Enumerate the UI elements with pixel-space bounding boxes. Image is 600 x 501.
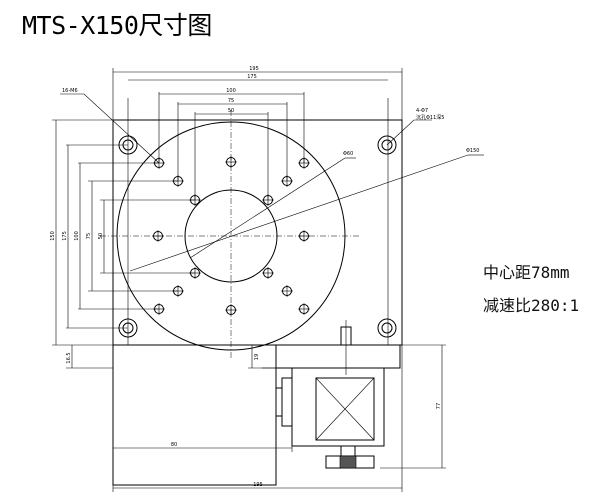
dim-label-75-top: 75 (228, 98, 234, 104)
dim-left-175 (66, 144, 128, 329)
dim-label-150-left: 150 (50, 231, 56, 241)
dim-label-175-left: 175 (62, 231, 68, 241)
leader-hole-spec-right (386, 119, 432, 146)
dim-motor-19 (248, 345, 276, 369)
motor-assembly (112, 320, 401, 486)
dim-label-77: 77 (436, 403, 442, 409)
corner-hole-top-right (377, 135, 397, 155)
drawing-title: MTS-X150尺寸图 (22, 11, 212, 40)
hole-spec-right-label-2: 沉孔Φ11深5 (416, 114, 444, 121)
dim-label-100-top: 100 (226, 88, 236, 94)
dim-bottom-195 (112, 345, 403, 492)
dim-label-50-left: 50 (98, 233, 104, 239)
dim-top-50 (194, 112, 269, 200)
base-plate-outline (112, 119, 403, 346)
dim-top-100 (158, 92, 305, 163)
diameter-150-label: Φ150 (466, 148, 479, 154)
leader-hole-spec-left (60, 93, 160, 164)
dim-left-150 (52, 119, 113, 346)
reduction-ratio-note: 减速比280:1 (483, 296, 580, 315)
dim-top-75 (177, 102, 288, 181)
dim-label-19: 19 (254, 354, 260, 360)
leader-diameter-60 (189, 157, 346, 259)
dim-label-195-top: 195 (249, 66, 259, 72)
dim-left-100 (78, 162, 159, 310)
dim-top-195 (112, 68, 403, 120)
hole-spec-left-label: 16-M6 (62, 88, 78, 94)
dim-label-50-top: 50 (228, 108, 234, 114)
dim-left-50 (100, 199, 195, 274)
dim-label-195-bottom: 195 (253, 482, 263, 488)
dim-label-175-top: 175 (247, 74, 257, 80)
dim-left-16-5 (66, 345, 113, 369)
hole-spec-right-label-1: 4-Φ7 (416, 108, 428, 114)
dim-label-80: 80 (171, 442, 177, 448)
dim-label-16-5: 16.5 (66, 352, 72, 363)
dim-label-75-left: 75 (86, 233, 92, 239)
diameter-60-label: Φ60 (343, 151, 353, 157)
dim-motor-77 (380, 344, 446, 469)
dim-left-75 (88, 180, 178, 292)
center-distance-note: 中心距78mm (483, 263, 570, 282)
leader-diameter-150 (129, 154, 469, 272)
dim-bottom-80 (113, 440, 293, 452)
dim-label-100-left: 100 (74, 231, 80, 241)
corner-hole-bottom-right (377, 318, 397, 338)
